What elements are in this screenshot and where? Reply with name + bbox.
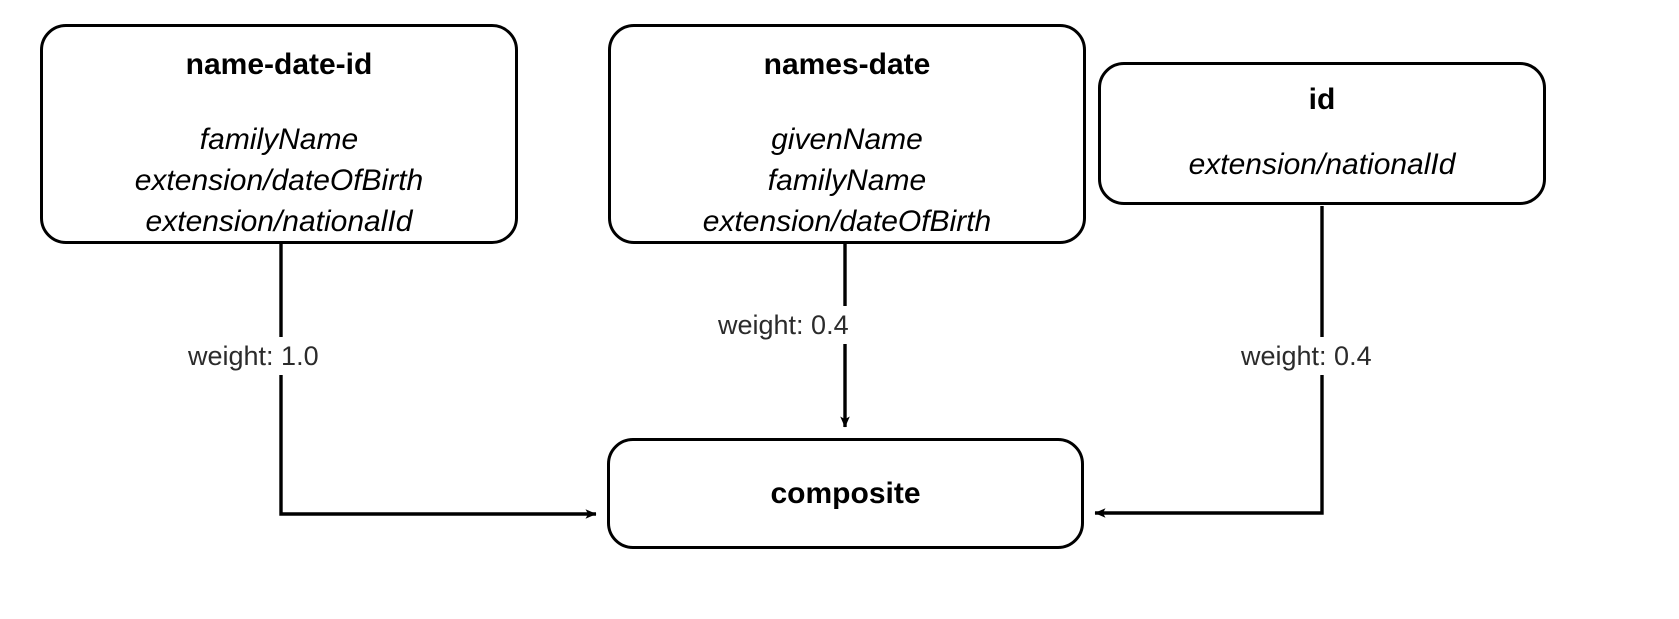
node-field: familyName bbox=[767, 164, 927, 197]
node-field: extension/nationalId bbox=[1188, 148, 1456, 181]
node-field-list: extension/nationalId bbox=[1189, 144, 1456, 185]
node-id[interactable]: id extension/nationalId bbox=[1098, 62, 1546, 205]
node-field: givenName bbox=[771, 123, 923, 156]
node-field: extension/dateOfBirth bbox=[702, 205, 992, 238]
node-title: composite bbox=[770, 476, 921, 510]
node-title: names-date bbox=[763, 48, 931, 81]
edge-id-to-composite bbox=[1094, 206, 1324, 518]
node-names-date[interactable]: names-date givenName familyName extensio… bbox=[608, 24, 1086, 244]
node-field-list: familyName extension/dateOfBirth extensi… bbox=[135, 119, 424, 242]
node-composite[interactable]: composite bbox=[607, 438, 1084, 549]
node-title: name-date-id bbox=[185, 48, 373, 81]
node-field: extension/dateOfBirth bbox=[134, 164, 424, 197]
node-field-list: givenName familyName extension/dateOfBir… bbox=[703, 119, 992, 242]
node-name-date-id[interactable]: name-date-id familyName extension/dateOf… bbox=[40, 24, 518, 244]
edge-label-weight-3: weight: 0.4 bbox=[1234, 337, 1379, 375]
edge-label-weight-2: weight: 0.4 bbox=[711, 306, 856, 344]
node-field: extension/nationalId bbox=[145, 205, 413, 238]
edge-name-date-id-to-composite bbox=[279, 244, 597, 519]
node-title: id bbox=[1308, 83, 1336, 116]
edge-label-weight-1: weight: 1.0 bbox=[181, 337, 326, 375]
node-field: familyName bbox=[199, 123, 359, 156]
